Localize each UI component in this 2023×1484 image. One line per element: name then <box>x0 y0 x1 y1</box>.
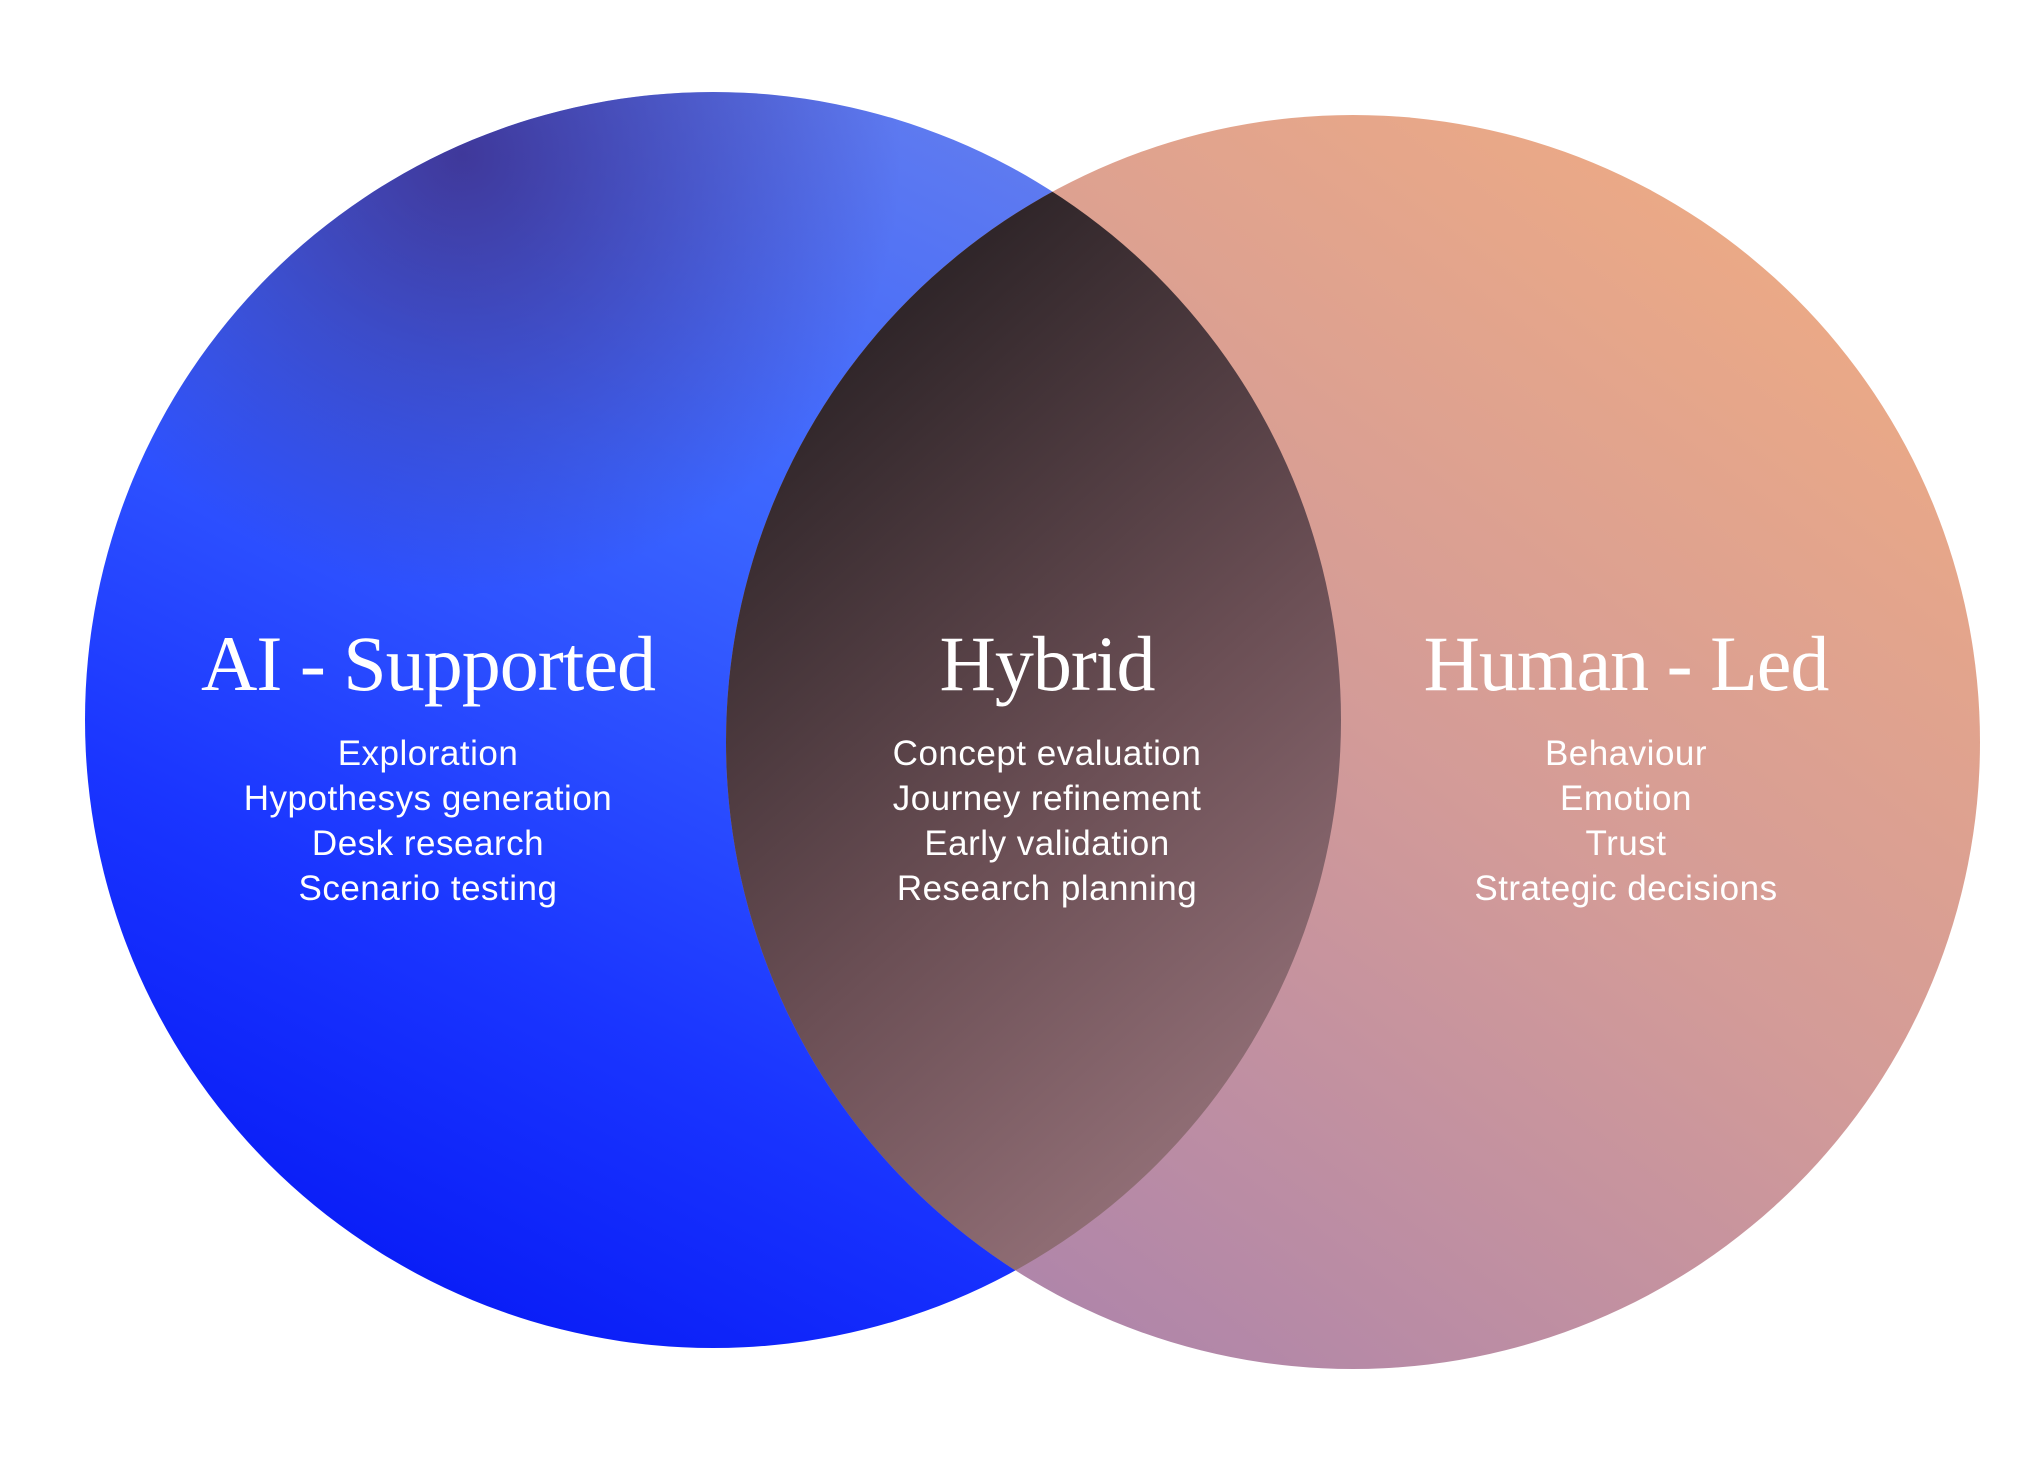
left-set-item: Desk research <box>312 824 544 863</box>
overlap-set-item: Journey refinement <box>893 779 1202 818</box>
overlap-region <box>726 115 1341 1348</box>
right-set-item: Trust <box>1586 824 1667 863</box>
overlap-set-title: Hybrid <box>940 620 1156 707</box>
overlap-set-text: Hybrid Concept evaluation Journey refine… <box>893 620 1202 908</box>
overlap-set-item: Concept evaluation <box>893 734 1202 773</box>
left-set-item: Scenario testing <box>299 869 558 908</box>
right-set-title: Human - Led <box>1424 620 1830 707</box>
overlap-set-item: Research planning <box>897 869 1197 908</box>
right-set-text: Human - Led Behaviour Emotion Trust Stra… <box>1424 620 1831 908</box>
right-set-item: Emotion <box>1560 779 1692 818</box>
left-set-item: Hypothesys generation <box>244 779 613 818</box>
left-set-title: AI - Supported <box>201 620 656 707</box>
overlap-set-item: Early validation <box>924 824 1169 863</box>
right-set-item: Behaviour <box>1545 734 1707 773</box>
left-set-item: Exploration <box>338 734 519 773</box>
right-set-item: Strategic decisions <box>1474 869 1777 908</box>
left-set-text: AI - Supported Exploration Hypothesys ge… <box>201 620 657 908</box>
